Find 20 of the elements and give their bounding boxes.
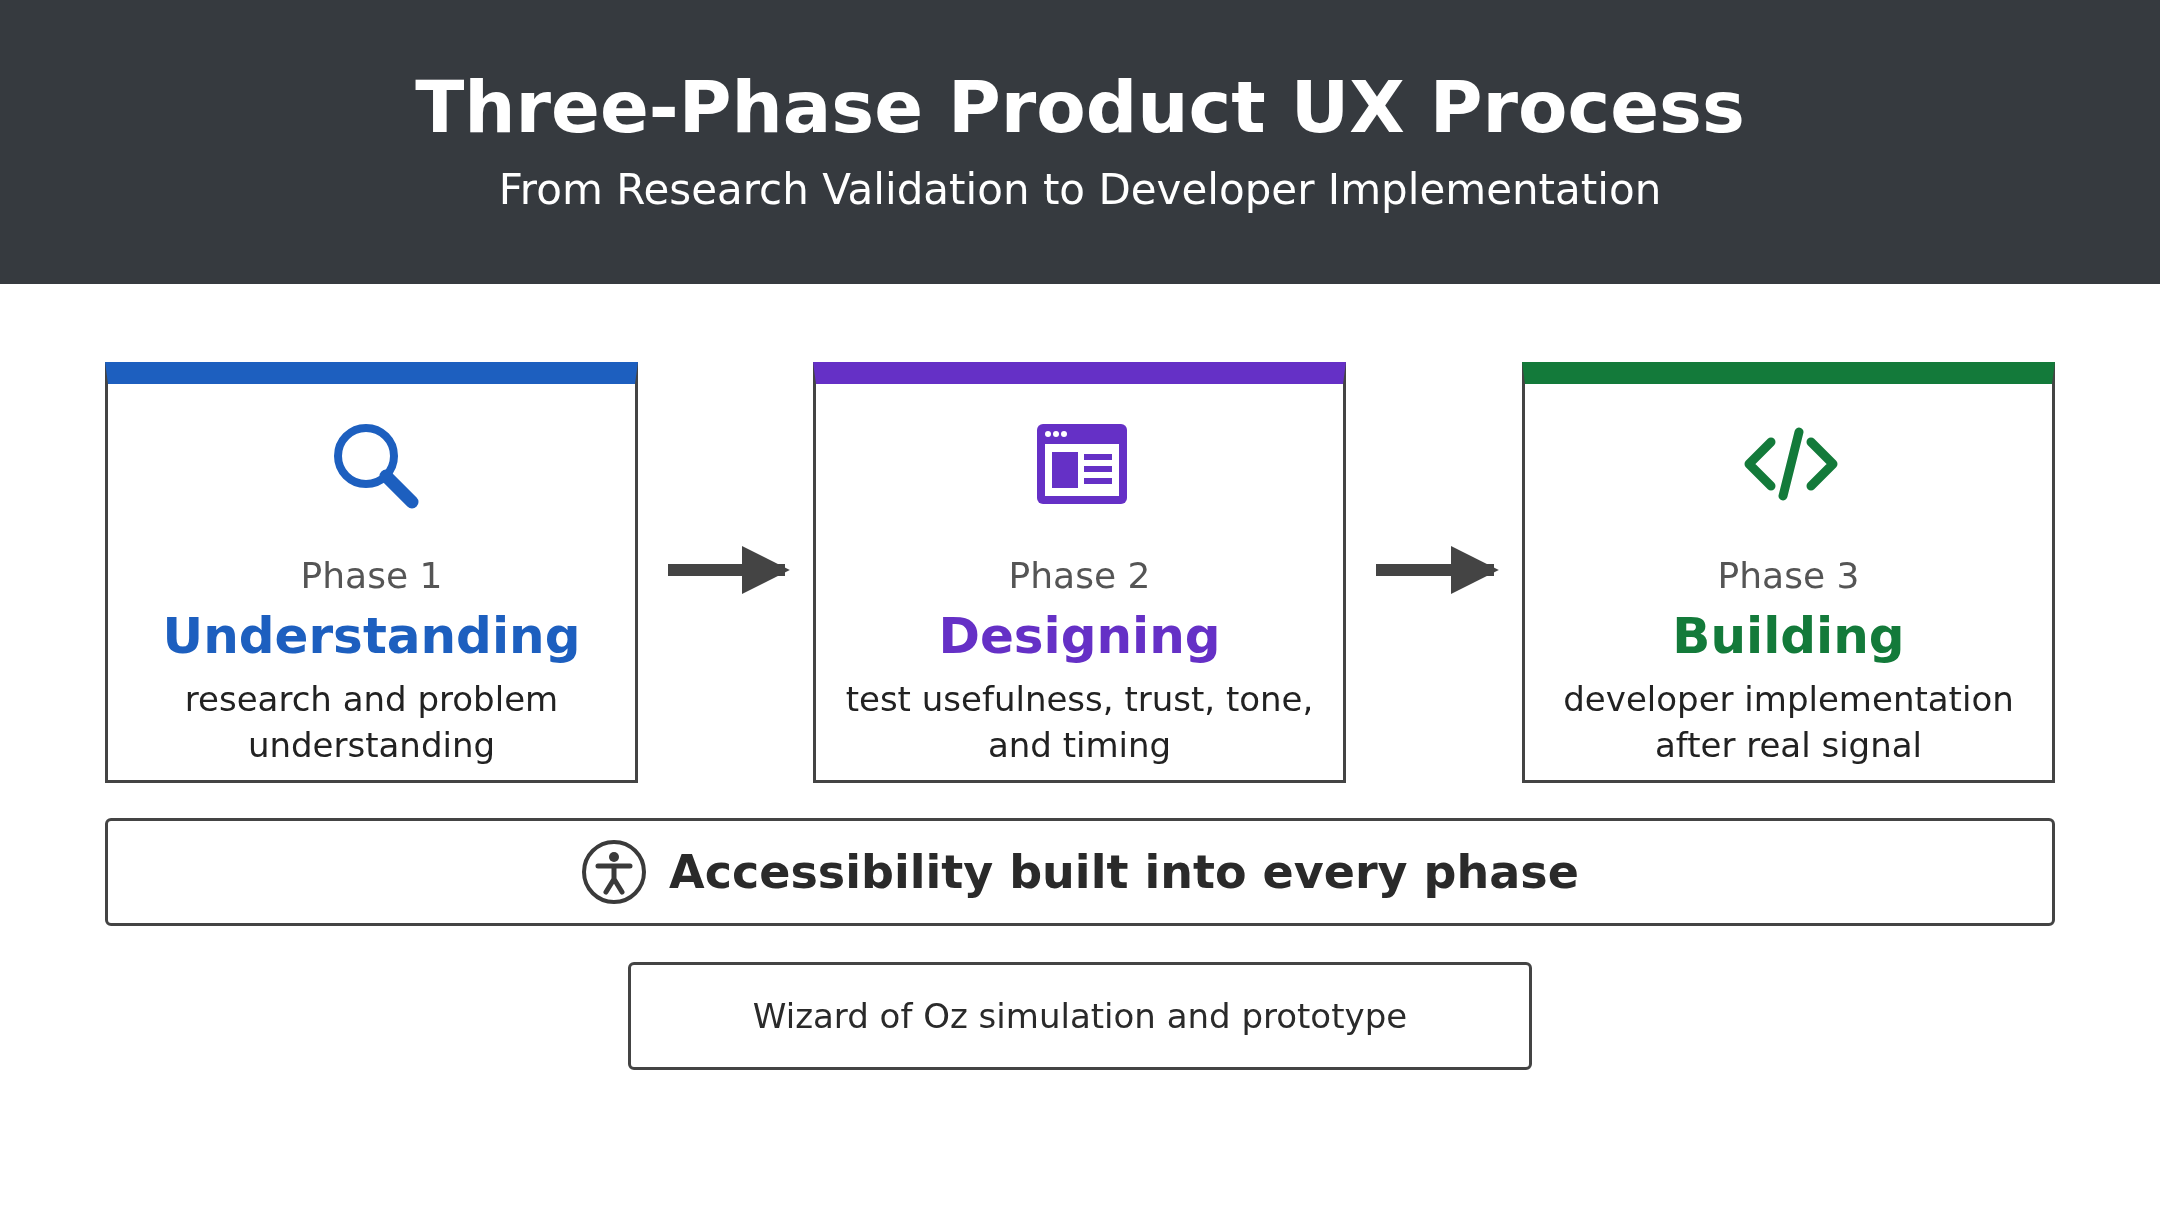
phase-number: Phase 2	[1007, 554, 1152, 598]
phase-title: Understanding	[161, 606, 582, 667]
arrow	[1376, 546, 1499, 594]
arrow	[668, 546, 790, 594]
phase-description: test usefulness, trust, tone, and timing	[844, 678, 1315, 767]
subtitle: From Research Validation to Developer Implementation	[497, 164, 1663, 216]
phase-card	[105, 362, 638, 783]
note-text: Wizard of Oz simulation and prototype	[752, 996, 1408, 1036]
phase-title: Designing	[937, 606, 1222, 667]
phase-number: Phase 3	[1716, 554, 1861, 598]
title: Three-Phase Product UX Process	[414, 64, 1746, 151]
phase-number: Phase 1	[299, 554, 444, 598]
phase-description: developer implementation after real signal	[1562, 678, 2015, 767]
banner-text: Accessibility built into every phase	[669, 845, 1579, 899]
phase-title: Building	[1671, 606, 1906, 667]
phase-description: research and problem understanding	[183, 678, 560, 767]
phase-card	[1522, 362, 2055, 783]
note-box	[628, 962, 1532, 1070]
banner-box	[105, 818, 2055, 926]
phase-card	[813, 362, 1346, 783]
